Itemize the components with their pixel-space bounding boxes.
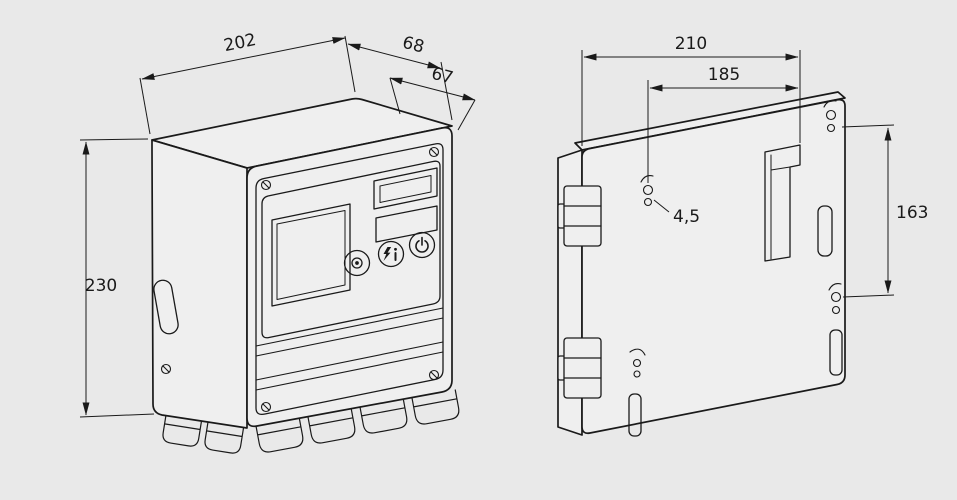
vertical-slot-upper-right — [817, 205, 833, 257]
dimension-label: 4,5 — [673, 207, 700, 227]
extension-line — [841, 124, 895, 128]
cable-glands — [162, 389, 460, 454]
dimension-label: 202 — [222, 30, 258, 56]
clip-bottom-left — [629, 348, 646, 378]
cable-gland — [411, 389, 460, 425]
extension-line — [79, 413, 155, 418]
lcd-display — [271, 203, 351, 307]
rear-view-dimensions: 210 185 4,5 163 — [581, 34, 928, 298]
dim-hole-offset: 185 — [647, 65, 799, 183]
info-icon — [394, 247, 397, 261]
slot-bottom-left — [628, 393, 642, 437]
extension-line — [79, 138, 149, 141]
display-window — [373, 167, 438, 210]
dimension-label: 67 — [429, 64, 455, 89]
extension-line — [139, 77, 151, 135]
power-button — [408, 231, 436, 259]
enclosure-side-face — [151, 139, 248, 429]
rear-back-face — [581, 98, 846, 435]
info-button — [377, 240, 405, 268]
cable-gland — [255, 417, 304, 453]
dimension-line — [389, 77, 476, 101]
dim-height: 230 — [79, 138, 155, 418]
mounting-hole-mid-right — [828, 283, 842, 315]
reset-button — [343, 249, 371, 277]
enclosure-top-face — [151, 97, 453, 169]
dim-hole-pitch: 163 — [841, 124, 928, 298]
hinge-bottom — [557, 337, 602, 399]
leader-line — [653, 199, 670, 213]
side-screw — [160, 363, 172, 375]
cable-gland — [307, 408, 356, 444]
extension-line — [842, 294, 895, 298]
side-label — [153, 279, 179, 335]
front-door-outline — [255, 142, 444, 416]
mounting-hole-top-right — [823, 100, 837, 133]
dimension-line — [141, 37, 346, 80]
control-panel — [261, 160, 441, 339]
door-seams — [255, 307, 444, 391]
dimension-label: 210 — [675, 34, 707, 54]
dimension-label: 68 — [400, 33, 426, 58]
cable-gland — [204, 421, 245, 454]
reset-dot-icon — [355, 261, 359, 265]
slot-mid-right — [829, 329, 843, 376]
dim-hole-diameter: 4,5 — [653, 199, 700, 227]
screw — [260, 401, 272, 413]
dimension-line — [347, 43, 441, 69]
dimension-label: 230 — [85, 276, 117, 296]
screw — [428, 369, 440, 381]
enclosure-body — [151, 97, 453, 429]
hinge-top — [557, 185, 602, 247]
dim-rear-width: 210 — [581, 34, 801, 146]
power-icon — [415, 236, 429, 253]
front-isometric-view — [151, 97, 460, 454]
flash-icon — [383, 247, 392, 261]
keyhole-slot — [764, 144, 801, 262]
dimension-label: 185 — [708, 65, 740, 85]
screw — [260, 179, 272, 191]
cable-gland — [162, 414, 203, 447]
rear-view — [557, 91, 846, 437]
mounting-hole-top-left — [640, 175, 654, 207]
screw — [428, 146, 440, 158]
corner-screws — [260, 146, 440, 413]
cable-gland — [359, 398, 408, 434]
type-label-plate — [375, 205, 438, 243]
extension-line — [457, 99, 476, 131]
dimension-label: 163 — [896, 203, 928, 223]
